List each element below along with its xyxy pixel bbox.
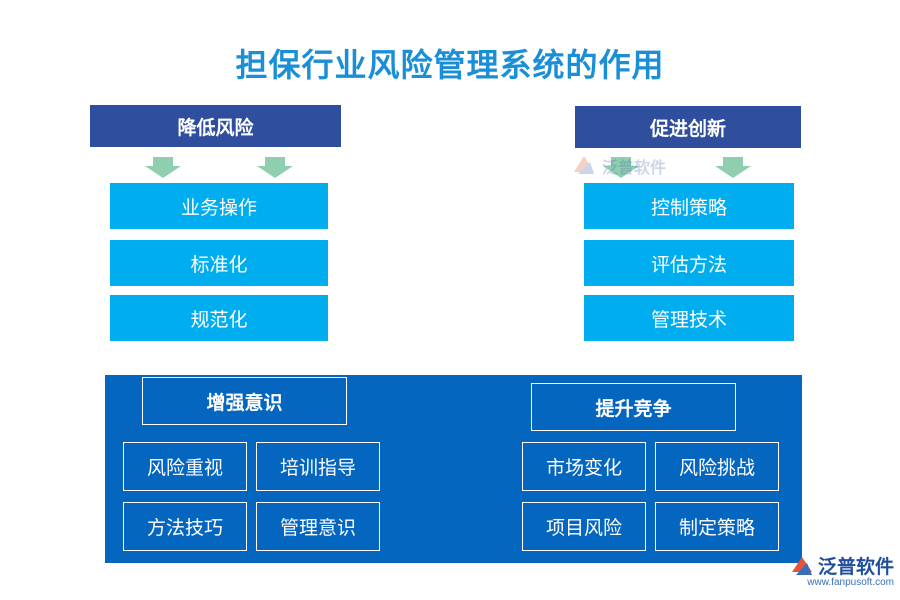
diagram-title: 担保行业风险管理系统的作用 <box>235 46 665 84</box>
bottom-right-item-2: 风险挑战 <box>655 442 779 491</box>
bottom-left-item-2: 培训指导 <box>256 442 380 491</box>
bottom-right-item-3: 项目风险 <box>522 502 646 551</box>
bottom-left-item-4: 管理意识 <box>256 502 380 551</box>
bottom-right-item-4: 制定策略 <box>655 502 779 551</box>
logo-name: 泛普软件 <box>817 556 894 578</box>
right-item-3: 管理技术 <box>584 295 794 341</box>
watermark-text: 泛普软件 <box>602 158 667 177</box>
bottom-right-header: 提升竞争 <box>531 383 736 431</box>
left-item-2: 标准化 <box>110 240 328 286</box>
left-item-1: 业务操作 <box>110 183 328 229</box>
bottom-panel: 增强意识 风险重视 培训指导 方法技巧 管理意识 提升竞争 市场变化 风险挑战 … <box>105 375 802 563</box>
left-header-box: 降低风险 <box>90 105 341 147</box>
fanpu-logo-icon <box>791 556 812 575</box>
bottom-right-item-1: 市场变化 <box>522 442 646 491</box>
bottom-left-item-3: 方法技巧 <box>123 502 247 551</box>
logo-url: www.fanpusoft.com <box>807 577 894 588</box>
watermark: 泛普软件 <box>570 148 680 184</box>
right-header-box: 促进创新 <box>575 106 801 148</box>
brand-logo: 泛普软件 www.fanpusoft.com <box>772 552 894 596</box>
bottom-left-item-1: 风险重视 <box>123 442 247 491</box>
bottom-left-header: 增强意识 <box>142 377 347 425</box>
fanpu-logo-icon <box>574 156 594 174</box>
right-item-1: 控制策略 <box>584 183 794 229</box>
left-item-3: 规范化 <box>110 295 328 341</box>
right-item-2: 评估方法 <box>584 240 794 286</box>
